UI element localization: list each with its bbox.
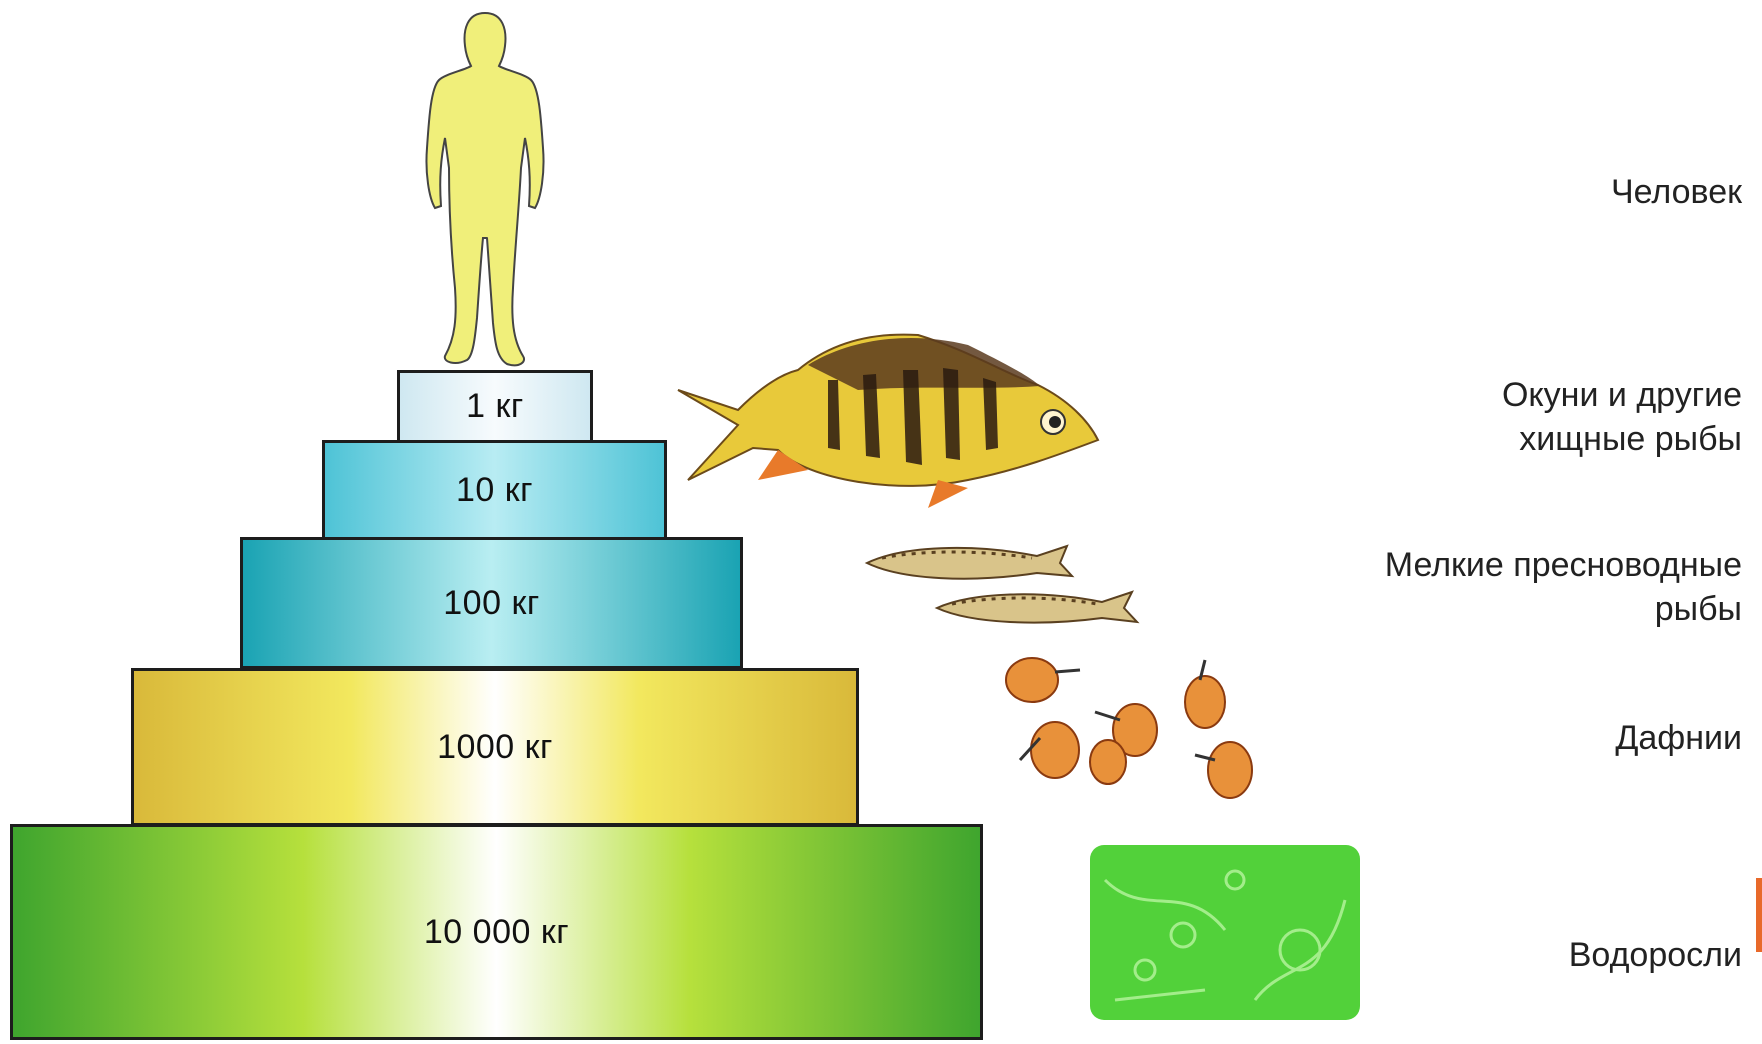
daphnia-icon xyxy=(1000,650,1270,810)
edge-accent-mark xyxy=(1756,878,1762,952)
label-line: Дафнии xyxy=(1615,716,1742,760)
level-label: 10 кг xyxy=(456,471,533,510)
label-algae: Водоросли xyxy=(1569,933,1742,977)
level-label: 1 кг xyxy=(466,387,524,426)
label-line: Окуни и другие xyxy=(1502,373,1742,417)
algae-icon xyxy=(1085,840,1365,1025)
label-line: хищные рыбы xyxy=(1502,417,1742,461)
label-daphnia: Дафнии xyxy=(1615,716,1742,760)
pyramid-level-10000kg: 10 000 кг xyxy=(10,824,983,1040)
level-label: 100 кг xyxy=(443,584,539,623)
pyramid-level-1000kg: 1000 кг xyxy=(131,668,859,826)
label-small-fish: Мелкие пресноводные рыбы xyxy=(1385,543,1742,631)
label-line: Мелкие пресноводные xyxy=(1385,543,1742,587)
perch-fish-icon xyxy=(668,330,1108,510)
pyramid-level-10kg: 10 кг xyxy=(322,440,667,540)
pyramid-level-100kg: 100 кг xyxy=(240,537,743,669)
level-label: 1000 кг xyxy=(437,728,553,767)
small-fish-icon xyxy=(862,518,1162,633)
label-human: Человек xyxy=(1611,170,1742,214)
label-line: Водоросли xyxy=(1569,933,1742,977)
label-line: рыбы xyxy=(1385,587,1742,631)
label-perch: Окуни и другие хищные рыбы xyxy=(1502,373,1742,461)
human-silhouette-icon xyxy=(415,8,555,373)
pyramid-level-1kg: 1 кг xyxy=(397,370,593,443)
label-line: Человек xyxy=(1611,170,1742,214)
level-label: 10 000 кг xyxy=(424,913,569,952)
